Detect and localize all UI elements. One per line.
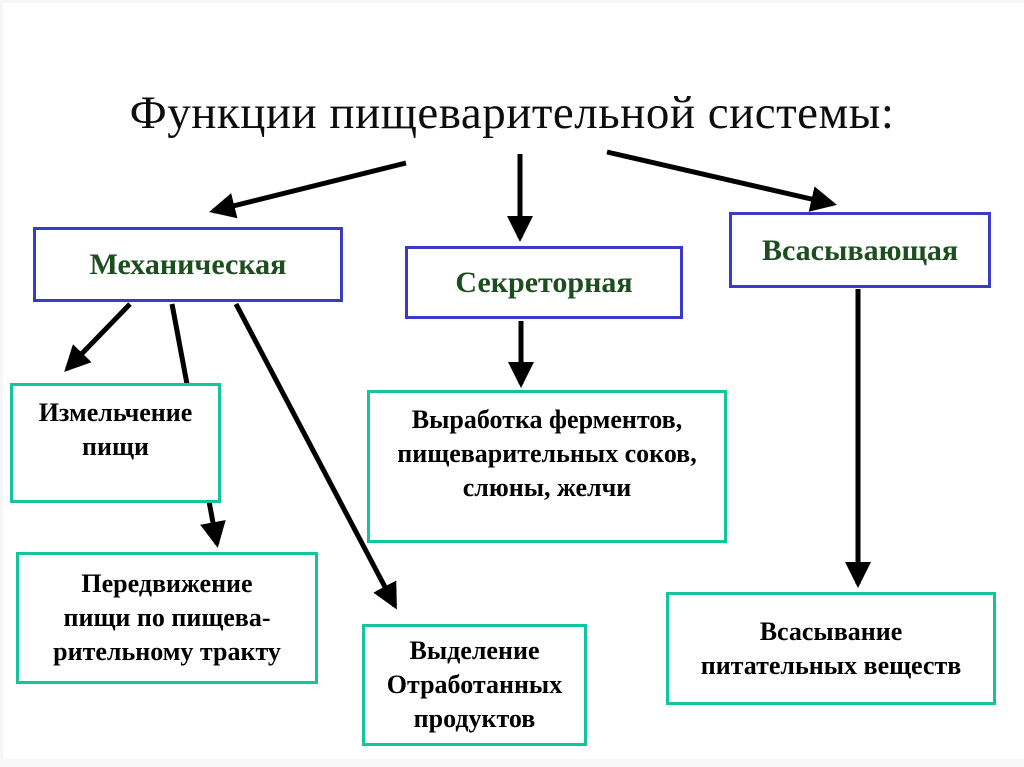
detail-label: Передвижение пищи по пищева- рительному … [53, 569, 281, 666]
detail-box-absorption: Всасывание питательных веществ [666, 592, 996, 705]
function-box-absorbing: Всасывающая [729, 212, 991, 288]
detail-box-grinding: Измельчение пищи [10, 383, 221, 503]
function-label: Всасывающая [761, 233, 959, 267]
function-box-mechanical: Механическая [33, 227, 343, 302]
detail-label: Измельчение пищи [38, 398, 193, 461]
arrow-title-to-absorbing [606, 149, 837, 212]
function-label: Механическая [89, 248, 287, 281]
detail-label: Всасывание питательных веществ [700, 616, 962, 680]
detail-box-movement: Передвижение пищи по пищева- рительному … [16, 552, 318, 684]
detail-box-excretion: Выделение Отработанных продуктов [362, 624, 587, 746]
detail-label: Выработка ферментов, пищеварительных сок… [397, 405, 697, 502]
arrow-title-to-mechanical [209, 160, 407, 219]
arrow-mechanical-to-grinding [64, 302, 132, 372]
slide-edge-bottom [0, 759, 1024, 767]
slide-edge-left [0, 0, 3, 767]
slide-edge-top [0, 0, 1024, 3]
slide-title: Функции пищеварительной системы: [129, 87, 895, 139]
detail-label: Выделение Отработанных продуктов [386, 636, 563, 733]
function-label: Секреторная [455, 266, 633, 299]
detail-box-production: Выработка ферментов, пищеварительных сок… [367, 390, 727, 543]
function-box-secretory: Секреторная [405, 246, 683, 319]
